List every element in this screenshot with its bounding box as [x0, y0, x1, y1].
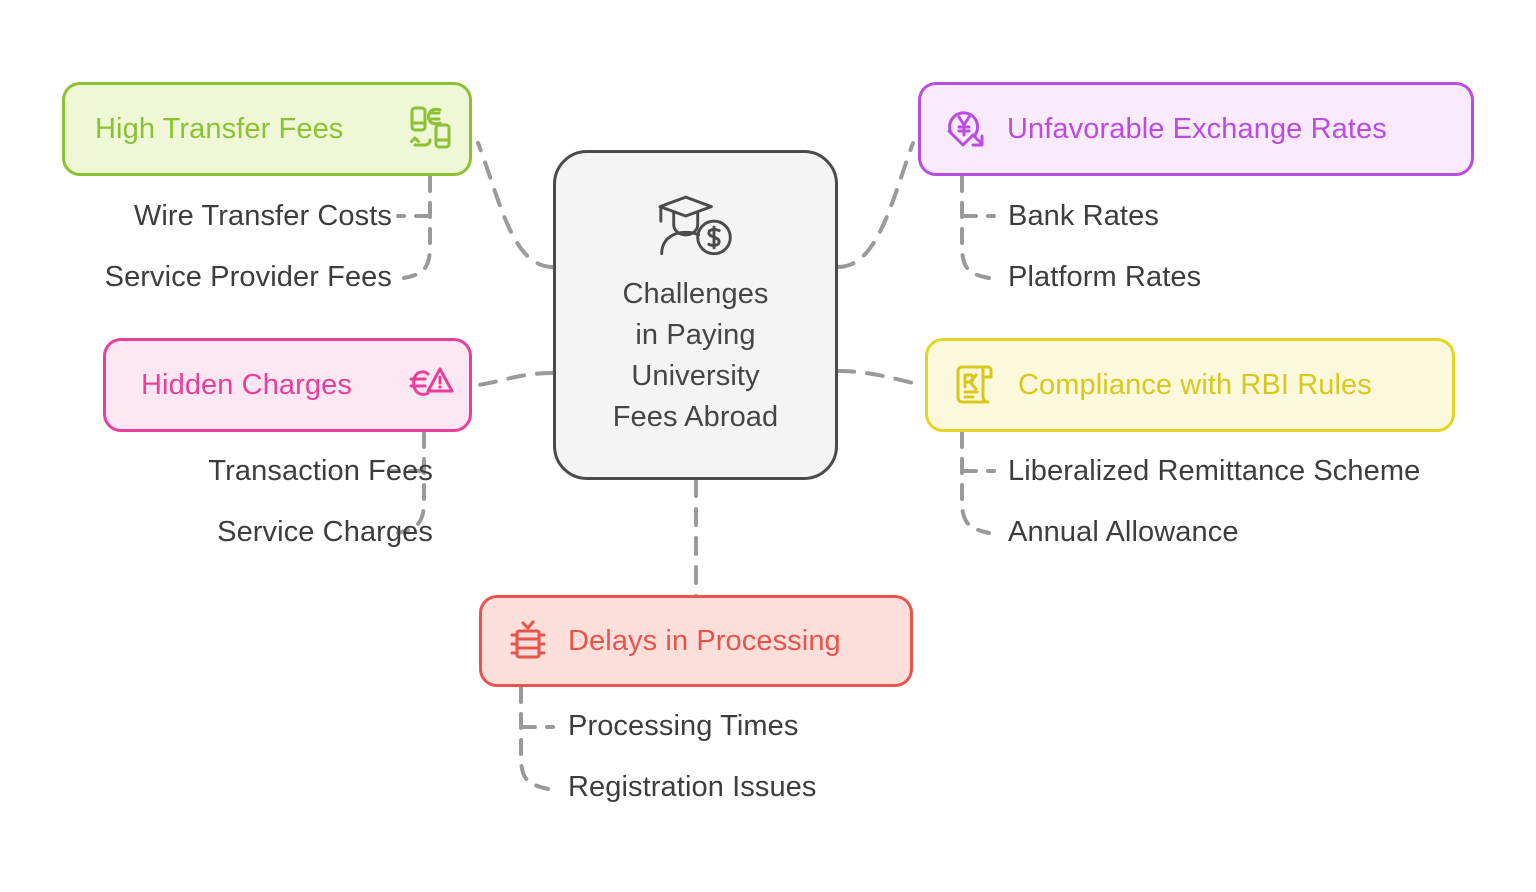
branch-node-compliance-with-rbi-rules[interactable]: Compliance with RBI Rules [925, 338, 1455, 432]
branch-label-high-transfer-fees: High Transfer Fees [95, 112, 344, 145]
prescription-document-icon [956, 365, 993, 404]
edge-center-to-unfavorable-exchange-rates [836, 141, 915, 269]
sub-item-wire-transfer-costs[interactable]: Wire Transfer Costs [133, 200, 392, 232]
edge-high-transfer-fees-children [402, 175, 432, 280]
sub-item-bank-rates[interactable]: Bank Rates [1008, 200, 1159, 232]
branch-node-unfavorable-exchange-rates[interactable]: Unfavorable Exchange Rates [918, 82, 1474, 176]
central-title-line: in Paying [635, 319, 756, 351]
euro-warning-triangle-icon [409, 367, 454, 396]
branch-node-delays-in-processing[interactable]: Delays in Processing [479, 595, 913, 687]
sub-item-processing-times[interactable]: Processing Times [568, 710, 799, 742]
central-node-title: Challenges in Paying University Fees Abr… [613, 274, 779, 438]
schedule-calendar-check-icon [510, 620, 546, 659]
sub-item-registration-issues[interactable]: Registration Issues [568, 771, 817, 803]
edge-center-to-hidden-charges [476, 371, 555, 387]
branch-label-hidden-charges: Hidden Charges [141, 368, 352, 401]
branch-label-delays-in-processing: Delays in Processing [568, 624, 841, 657]
edge-unfavorable-exchange-rates-children [960, 175, 991, 280]
graduate-with-dollar-coin-icon [658, 195, 732, 256]
sub-item-transaction-fees[interactable]: Transaction Fees [208, 455, 433, 487]
sub-item-annual-allowance[interactable]: Annual Allowance [1008, 516, 1239, 548]
edge-delays-in-processing-children [519, 686, 550, 791]
yen-rate-down-arrow-icon [947, 111, 984, 147]
edge-center-to-high-transfer-fees [476, 141, 555, 269]
central-title-line: Fees Abroad [612, 401, 779, 433]
central-node[interactable]: Challenges in Paying University Fees Abr… [553, 150, 838, 480]
sub-item-service-charges[interactable]: Service Charges [217, 516, 433, 548]
sub-item-service-provider-fees[interactable]: Service Provider Fees [104, 261, 392, 293]
central-title-line: Challenges [622, 278, 769, 310]
edge-compliance-with-rbi-rules-children [960, 431, 991, 535]
sub-item-platform-rates[interactable]: Platform Rates [1008, 261, 1202, 293]
mobile-money-transfer-euro-icon [410, 106, 451, 149]
branch-label-unfavorable-exchange-rates: Unfavorable Exchange Rates [1007, 112, 1387, 145]
edge-center-to-compliance-with-rbi-rules [836, 369, 924, 387]
sub-item-liberalized-remittance-scheme[interactable]: Liberalized Remittance Scheme [1008, 455, 1421, 487]
branch-node-high-transfer-fees[interactable]: High Transfer Fees [62, 82, 472, 176]
branch-node-hidden-charges[interactable]: Hidden Charges [103, 338, 472, 432]
branch-label-compliance-with-rbi-rules: Compliance with RBI Rules [1018, 368, 1372, 401]
central-title-line: University [631, 360, 760, 392]
